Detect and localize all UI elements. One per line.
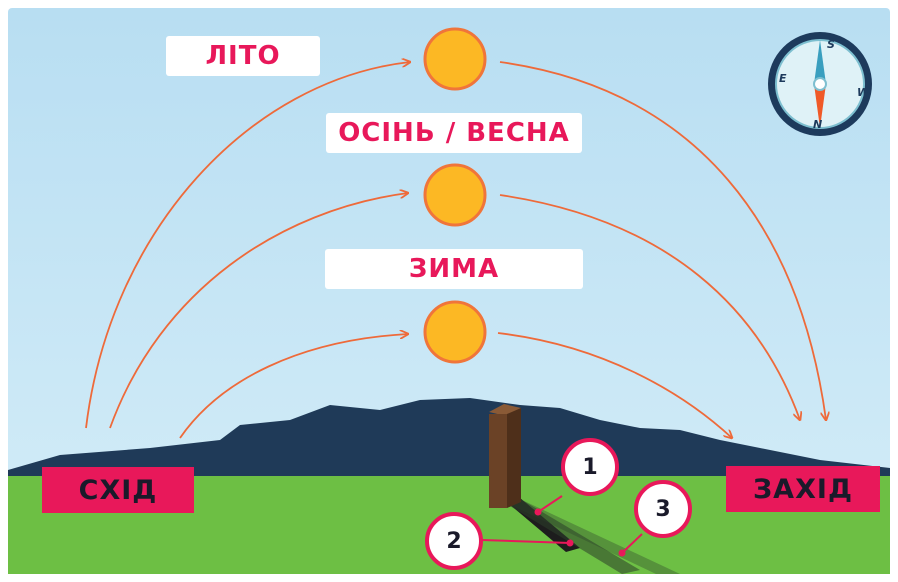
autumn-spring-label: ОСІНЬ / ВЕСНА	[326, 113, 582, 153]
post	[489, 414, 507, 508]
mountains	[8, 398, 890, 480]
winter-label: ЗИМА	[325, 249, 583, 289]
shadow-marker-2: 2	[425, 512, 483, 570]
post-side	[507, 408, 521, 508]
shadow-2	[500, 500, 640, 574]
compass-letter-s: S	[827, 38, 835, 51]
compass-icon	[768, 32, 872, 136]
post-top	[489, 404, 521, 416]
equinox-sun-icon	[423, 163, 487, 227]
shadow-marker-3: 3	[634, 480, 692, 538]
winter-arc-setting	[497, 332, 732, 438]
marker-line-3	[621, 533, 643, 554]
summer-label: ЛІТО	[166, 36, 320, 76]
equinox-arc-rising	[109, 193, 408, 429]
summer-sun-icon	[423, 27, 487, 91]
shadow-3	[500, 500, 680, 574]
compass-letter-n: N	[813, 118, 823, 131]
summer-arc-setting	[499, 61, 826, 420]
compass-letter-w: W	[857, 86, 870, 99]
marker-dot-3	[618, 549, 626, 557]
winter-sun-icon	[423, 300, 487, 364]
shadow-marker-1: 1	[561, 438, 619, 496]
west-label: ЗАХІД	[726, 466, 880, 512]
summer-arc-rising	[85, 62, 410, 429]
east-label: СХІД	[42, 467, 194, 513]
winter-arc-rising	[179, 334, 408, 439]
marker-line-2	[481, 539, 571, 544]
compass-letter-e: E	[779, 72, 787, 85]
marker-dot-1	[534, 508, 542, 516]
equinox-arc-setting	[499, 194, 800, 420]
marker-line-1	[537, 495, 563, 513]
marker-dot-2	[566, 539, 574, 547]
